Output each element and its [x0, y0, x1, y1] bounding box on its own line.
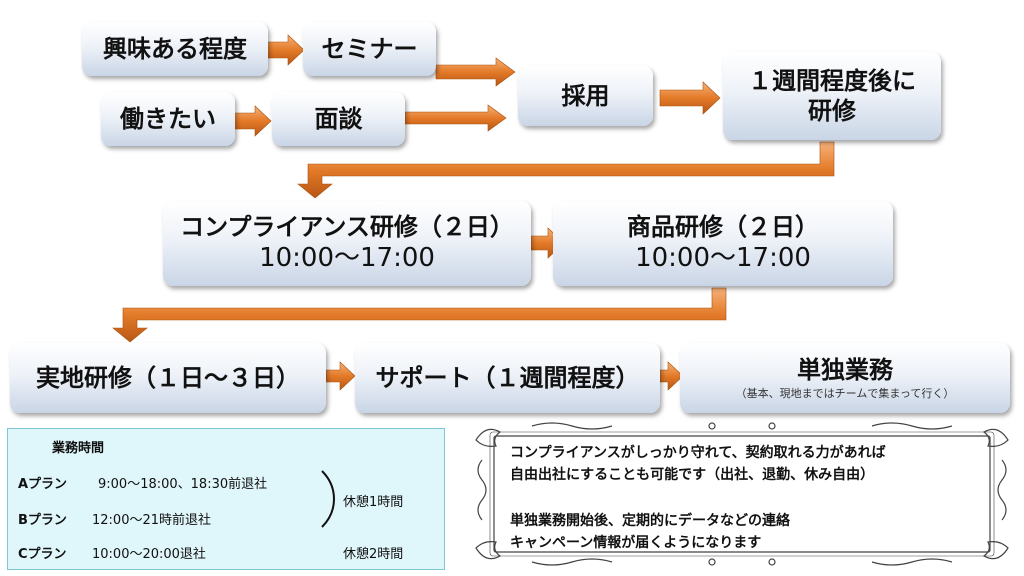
step-saiyo-label: 採用: [561, 82, 610, 110]
step-compliance-time: 10:00～17:00: [259, 243, 435, 274]
arrow-support-tandoku: [659, 361, 684, 391]
note-line-3: 単独業務開始後、定期的にデータなどの連絡: [510, 513, 790, 529]
step-jicchi: 実地研修（１日～３日）: [10, 343, 326, 413]
arrow-row2-to-row3: [112, 287, 727, 343]
step-compliance-title: コンプライアンス研修（２日）: [180, 213, 514, 242]
step-shohin: 商品研修（２日） 10:00～17:00: [553, 201, 893, 286]
ornamental-frame: [475, 422, 1009, 566]
step-shohin-title: 商品研修（２日）: [627, 213, 819, 242]
step-shohin-time: 10:00～17:00: [635, 243, 811, 274]
arrow-hataraki-mendan: [233, 105, 272, 137]
note-panel: コンプライアンスがしっかり守れて、契約取れる力があれば 自由出社にすることも可能…: [472, 420, 1012, 568]
plan-c-time: 10:00～20:00退社: [92, 547, 206, 562]
break-2: 休憩2時間: [343, 547, 404, 562]
arrow-mendan-saiyo: [404, 104, 507, 132]
arrow-saiyo-kenshu: [659, 81, 721, 115]
step-seminar: セミナー: [303, 22, 436, 76]
step-kenshu-line1: １週間程度後に: [748, 67, 916, 95]
arrow-jicchi-support: [325, 361, 356, 391]
step-hataraki-label: 働きたい: [120, 105, 216, 133]
arrow-row1-to-row2: [297, 141, 835, 199]
note-line-2: 自由出社にすることも可能です（出社、退勤、休み自由）: [510, 467, 875, 483]
step-mendan-label: 面談: [314, 105, 363, 133]
step-compliance: コンプライアンス研修（２日） 10:00～17:00: [163, 201, 531, 286]
break-1: 休憩1時間: [343, 495, 404, 510]
step-kyomi: 興味ある程度: [82, 22, 268, 76]
arrow-kyomi-seminar: [264, 34, 305, 66]
note-line-4: キャンペーン情報が届くようになります: [510, 535, 762, 551]
step-hataraki: 働きたい: [101, 92, 235, 146]
plan-b-label: Bプラン: [18, 513, 67, 528]
step-kenshu: １週間程度後に 研修: [723, 52, 941, 140]
note-line-1: コンプライアンスがしっかり守れて、契約取れる力があれば: [510, 445, 886, 461]
hours-title: 業務時間: [52, 441, 105, 456]
step-support: サポート（１週間程度）: [355, 343, 660, 413]
step-support-label: サポート（１週間程度）: [375, 364, 640, 392]
working-hours-panel: 業務時間 Aプラン 9:00～18:00、18:30前退社 Bプラン 12:00…: [7, 428, 445, 570]
plan-c-label: Cプラン: [18, 547, 67, 562]
plan-b-time: 12:00～21時前退社: [92, 513, 212, 528]
step-tandoku-label: 単独業務: [797, 356, 893, 385]
step-jicchi-label: 実地研修（１日～３日）: [36, 364, 300, 392]
step-tandoku: 単独業務 （基本、現地まではチームで集まって行く）: [680, 343, 1010, 413]
step-kyomi-label: 興味ある程度: [103, 35, 247, 63]
step-kenshu-line2: 研修: [808, 97, 856, 125]
step-seminar-label: セミナー: [321, 35, 418, 63]
bracket: [321, 470, 336, 528]
plan-a-time: 9:00～18:00、18:30前退社: [98, 477, 268, 492]
plan-a-label: Aプラン: [18, 477, 68, 492]
arrow-seminar-saiyo: [435, 57, 516, 87]
step-saiyo: 採用: [518, 66, 653, 126]
step-tandoku-sub: （基本、現地まではチームで集まって行く）: [735, 387, 955, 401]
step-mendan: 面談: [272, 92, 405, 146]
